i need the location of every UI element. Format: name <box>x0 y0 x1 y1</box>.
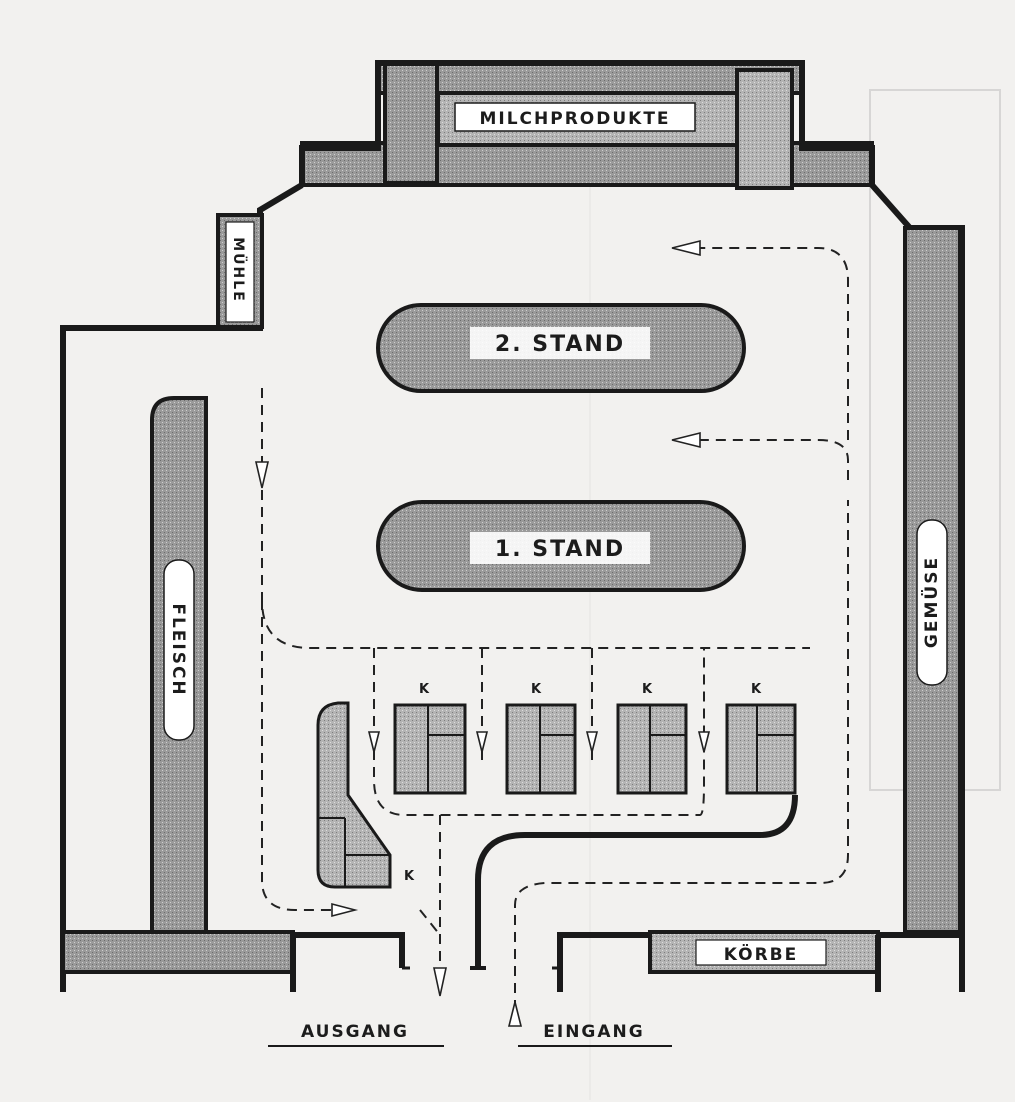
baskets-label: KÖRBE <box>724 943 799 965</box>
checkout-counter: K <box>505 682 577 795</box>
checkout-counter: K <box>616 682 688 795</box>
entrance-label: EINGANG <box>543 1022 644 1042</box>
exit-label-group: AUSGANG <box>268 1022 444 1047</box>
checkout-k-label: K <box>642 682 654 697</box>
entrance-label-group: EINGANG <box>518 1022 672 1047</box>
meat-counter: FLEISCH <box>150 396 208 937</box>
path-arrow <box>507 1001 523 1027</box>
path-arrow <box>671 239 701 257</box>
dairy-label: MILCHPRODUKTE <box>479 109 670 129</box>
mill-section: MÜHLE <box>216 213 264 329</box>
path-arrow <box>367 731 381 753</box>
entrance-railing <box>475 794 798 968</box>
checkout-counter: K <box>725 682 797 795</box>
path-arrow <box>585 731 599 753</box>
checkout-k-label: K <box>751 682 763 697</box>
checkout-corner-counter: K <box>316 701 416 889</box>
bottom-wall: KÖRBE <box>61 930 962 992</box>
vegetable-label: GEMÜSE <box>920 556 942 648</box>
dairy-section: MILCHPRODUKTE <box>300 61 874 190</box>
mill-label: MÜHLE <box>230 237 248 303</box>
path-arrow <box>697 731 711 753</box>
stand-2-label: 2. STAND <box>495 332 625 357</box>
path-arrow <box>331 902 359 918</box>
vegetable-counter: GEMÜSE <box>903 226 962 934</box>
checkout-k-label: K <box>531 682 543 697</box>
stand-1-label: 1. STAND <box>495 537 625 562</box>
stand-1: 1. STAND <box>376 500 746 592</box>
path-arrow <box>671 431 701 449</box>
path-arrow <box>254 461 270 489</box>
checkout-k-label: K <box>419 682 431 697</box>
meat-label: FLEISCH <box>168 603 188 696</box>
path-arrow <box>475 731 489 753</box>
path-arrow <box>433 967 447 997</box>
checkout-k-label: K <box>404 869 416 884</box>
exit-label: AUSGANG <box>301 1022 409 1042</box>
stand-2: 2. STAND <box>376 303 746 393</box>
checkout-counters: K K K K K <box>316 682 797 889</box>
checkout-counter: K <box>393 682 467 795</box>
customer-path <box>254 239 849 1027</box>
